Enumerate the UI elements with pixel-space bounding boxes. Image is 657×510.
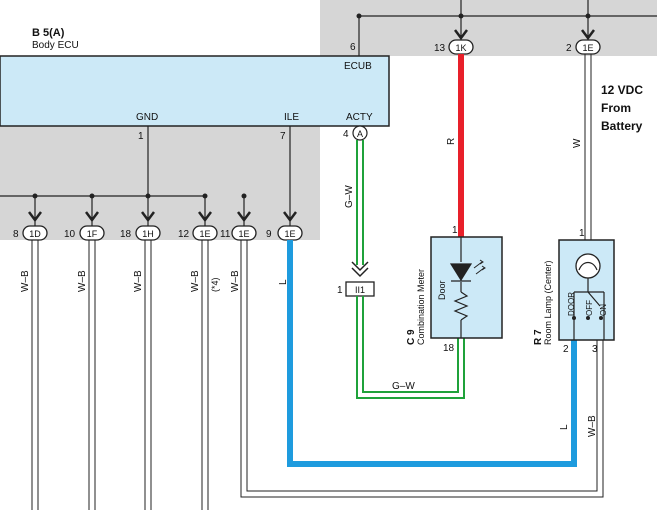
acty-badge [352, 125, 368, 141]
junction-dot [458, 13, 464, 19]
wb-label-5: W–B [230, 270, 241, 292]
connector-1e-c: 1E 9 [266, 225, 303, 241]
lamp-pin-2: 2 [563, 344, 569, 355]
gnd-pin-num: 1 [138, 131, 144, 142]
wb-label-3: W–B [133, 270, 144, 292]
connector-1d: 1D 8 [13, 225, 48, 241]
green-wire-lower [356, 296, 465, 399]
ile-pin-num: 7 [280, 131, 286, 142]
lamp-code: R 7 [533, 329, 544, 345]
connector-arrows-bottom [28, 211, 297, 223]
meter-pin-top: 1 [452, 225, 458, 236]
connector-ii1-pin: 1 [337, 285, 343, 296]
acty-badge-label: A [357, 129, 363, 139]
green-wire-label-2: G–W [392, 381, 415, 392]
ground-drops [34, 196, 206, 226]
green-wire-upper [356, 140, 364, 265]
blue-wire [287, 240, 577, 467]
connector-1e-a: 1E 12 [178, 225, 218, 241]
switch-off-label: OFF [585, 300, 594, 316]
connector-1e-c-label: 1E [284, 229, 295, 239]
wb-label-4: W–B [190, 270, 201, 292]
ecu-code: B 5(A) [32, 27, 65, 39]
bulb-filament-icon [578, 261, 598, 271]
body-ecu-box [0, 55, 390, 127]
gnd-label: GND [136, 112, 158, 123]
lamp-pin-3: 3 [592, 344, 598, 355]
battery-note-line-1: 12 VDC [601, 83, 643, 97]
red-wire-label: R [446, 138, 457, 145]
connector-ii1-label: II1 [355, 285, 365, 295]
resistor-icon [453, 291, 469, 321]
gray-region-left [0, 118, 320, 240]
switch-contact-dot [599, 316, 603, 320]
ile-label: ILE [284, 112, 299, 123]
switch-contact-dot [586, 316, 590, 320]
blue-wire-label: L [278, 279, 289, 285]
meter-name: Combination Meter [416, 269, 426, 345]
wb-label-6: W–B [587, 415, 598, 437]
connector-ii1 [345, 281, 375, 297]
battery-note-line-2: From [601, 101, 631, 115]
lamp-pin-top: 1 [579, 228, 585, 239]
connector-1e-a-pin: 12 [178, 229, 190, 240]
switch-on-label: ON [599, 304, 608, 316]
white-wire [584, 54, 592, 240]
connector-1f: 1F 10 [64, 225, 105, 241]
combination-meter-box [430, 236, 503, 339]
connector-1e-b-label: 1E [238, 229, 249, 239]
ecub-pin-num: 6 [350, 42, 356, 53]
junction-dot [585, 13, 591, 19]
wb-wires [31, 240, 209, 510]
connector-1d-label: 1D [29, 229, 41, 239]
bulb-icon [575, 253, 601, 279]
connector-1k-label: 1K [455, 43, 466, 53]
connector-arrow [581, 29, 595, 41]
connector-1e-b: 1E 11 [220, 225, 257, 241]
connector-1e-top-pin: 2 [566, 43, 572, 54]
connector-1d-pin: 8 [13, 229, 19, 240]
lamp-name: Room Lamp (Center) [543, 260, 553, 345]
junction-dot [241, 193, 247, 199]
connector-1e-top [575, 39, 601, 55]
connector-1h-label: 1H [142, 229, 154, 239]
led-light-rays-icon [473, 259, 486, 275]
connector-1k-pin: 13 [434, 43, 446, 54]
led-icon [449, 263, 473, 282]
ecu-name: Body ECU [32, 40, 79, 51]
connector-1e-top-label: 1E [582, 43, 593, 53]
connector-arrow [454, 29, 468, 41]
connector-1h: 1H 18 [120, 225, 161, 241]
wb-label-1: W–B [20, 270, 31, 292]
gray-region-top [320, 0, 657, 56]
connector-1f-label: 1F [87, 229, 98, 239]
ecub-label: ECUB [344, 61, 372, 72]
junction-dot [356, 13, 362, 19]
connector-1e-c-pin: 9 [266, 229, 272, 240]
wb-wire-loop [240, 240, 604, 498]
white-wire-label: W [572, 138, 583, 148]
connector-1e-a-label: 1E [199, 229, 210, 239]
green-wire-label-1: G–W [344, 185, 355, 208]
acty-label: ACTY [346, 112, 373, 123]
connector-ii1-arrow [351, 261, 369, 278]
connector-1h-pin: 18 [120, 229, 132, 240]
note-4: (*4) [210, 277, 220, 292]
acty-pin-num: 4 [343, 129, 349, 140]
battery-note-line-3: Battery [601, 119, 643, 133]
switch-door-label: DOOR [567, 292, 576, 316]
meter-pin-bottom: 18 [443, 343, 455, 354]
meter-code: C 9 [406, 329, 417, 345]
blue-wire-label-2: L [559, 424, 570, 430]
connector-1e-b-pin: 11 [220, 229, 231, 240]
wb-label-2: W–B [77, 270, 88, 292]
meter-door-label: Door [437, 280, 447, 300]
switch-contact-dot [572, 316, 576, 320]
connector-1f-pin: 10 [64, 229, 76, 240]
